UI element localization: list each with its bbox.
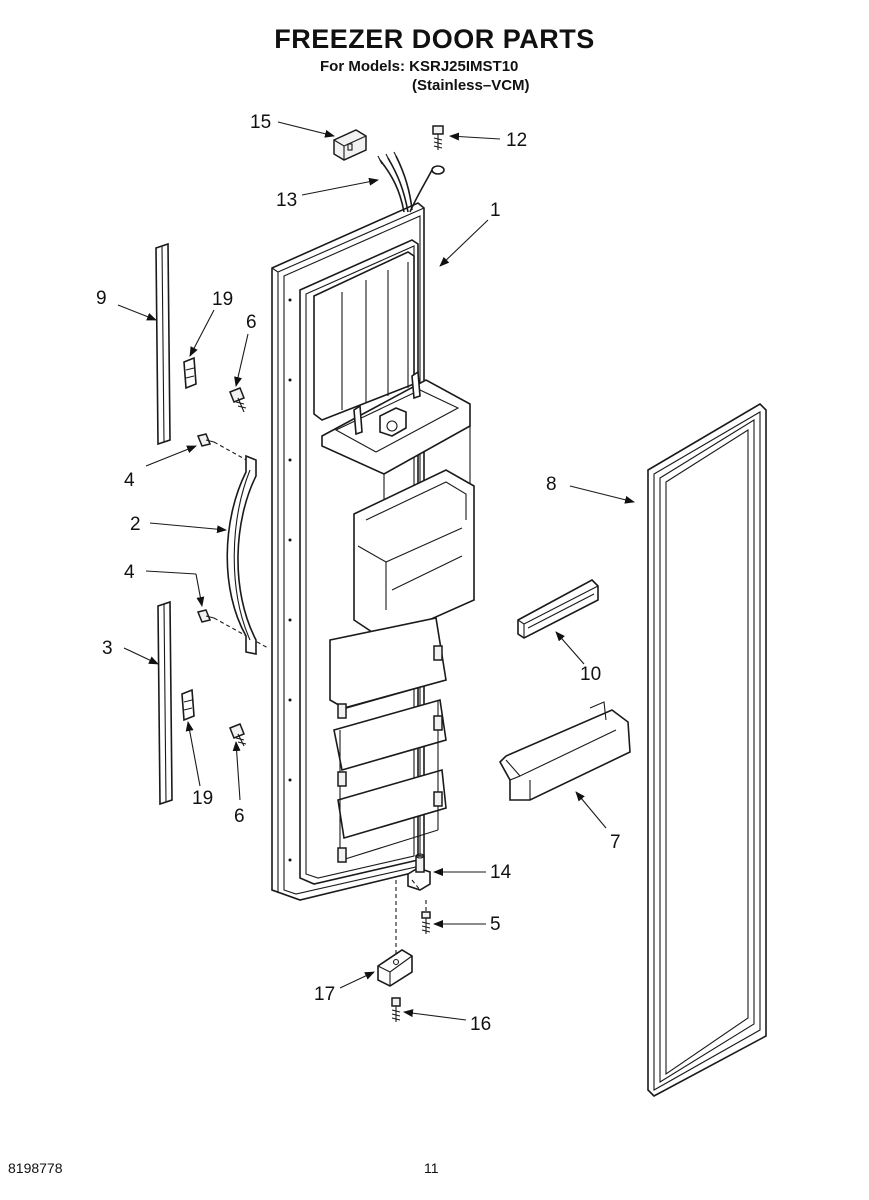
callout-2: 2: [130, 514, 141, 535]
callout-17: 17: [314, 984, 335, 1005]
page-title: FREEZER DOOR PARTS: [274, 24, 595, 54]
handle-screw-upper-part[interactable]: [196, 433, 215, 447]
bottom-hinge-part[interactable]: [377, 949, 413, 987]
wire-connector-part[interactable]: [333, 129, 367, 161]
callout-19-lower: 19: [192, 788, 213, 809]
door-bin-part[interactable]: [499, 701, 631, 801]
callout-1: 1: [490, 200, 501, 221]
door-handle-part[interactable]: [226, 454, 257, 655]
callout-15: 15: [250, 112, 271, 133]
callout-6-upper: 6: [246, 312, 257, 333]
hinge-pin-part[interactable]: [407, 853, 431, 891]
door-gasket-part[interactable]: [647, 402, 767, 1097]
lower-handle-trim-part[interactable]: [157, 600, 173, 806]
freezer-door-panel[interactable]: [271, 202, 475, 901]
callout-16: 16: [470, 1014, 491, 1035]
models-line: For Models: KSRJ25IMST10: [320, 58, 519, 75]
callout-4-upper: 4: [124, 470, 135, 491]
callout-13: 13: [276, 190, 297, 211]
callout-labels: 15 12 13 1 9 19 6 4 8 2 4 3 10 19 6 7 14…: [96, 112, 621, 1035]
trim-clip-upper-part[interactable]: [183, 356, 197, 390]
callout-14: 14: [490, 862, 512, 883]
wire-harness-part[interactable]: [377, 151, 433, 213]
callout-3: 3: [102, 638, 113, 659]
callout-12: 12: [506, 130, 527, 151]
callout-19-upper: 19: [212, 289, 233, 310]
ground-screw-part[interactable]: [431, 125, 445, 175]
trim-screw-upper-part[interactable]: [229, 387, 247, 413]
hinge-bolt-part[interactable]: [391, 997, 401, 1022]
callout-8: 8: [546, 474, 557, 495]
document-number: 8198778: [8, 1160, 63, 1176]
trim-clip-lower-part[interactable]: [181, 688, 195, 722]
hinge-screw-part[interactable]: [421, 911, 431, 934]
upper-handle-trim-part[interactable]: [155, 242, 171, 446]
handle-screw-lower-part[interactable]: [196, 609, 215, 623]
shelf-rail-part[interactable]: [517, 579, 599, 639]
trim-screw-lower-part[interactable]: [229, 723, 247, 747]
callout-7: 7: [610, 832, 621, 853]
callout-6-lower: 6: [234, 806, 245, 827]
callout-9: 9: [96, 288, 107, 309]
callout-5: 5: [490, 914, 501, 935]
callout-4-lower: 4: [124, 562, 135, 583]
page-number: 11: [424, 1160, 439, 1176]
variant-line: (Stainless–VCM): [412, 77, 530, 94]
leader-lines: [117, 121, 635, 1021]
callout-10: 10: [580, 664, 601, 685]
door-edge-dots: [288, 298, 292, 862]
